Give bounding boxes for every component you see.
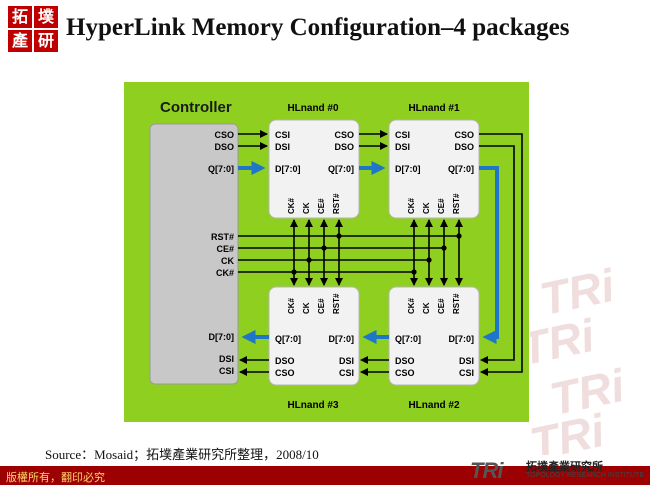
common-bus-wires — [238, 219, 463, 286]
footer-bar — [0, 466, 650, 485]
chip-label-hl3: HLnand #3 — [287, 400, 339, 411]
hl0-pin-ce: CE# — [317, 198, 326, 214]
source-caption: Source：Mosaid；拓墣產業研究所整理，2008/10 — [45, 447, 319, 462]
hl0-pin-q: Q[7:0] — [328, 164, 354, 174]
logo-char: 產 — [8, 30, 32, 52]
hl3-pin-ce: CE# — [317, 298, 326, 314]
tri-name-chinese: 拓墣產業研究所 — [526, 460, 603, 473]
controller-pin-ck: CK — [221, 256, 234, 266]
hl1-pin-ce: CE# — [437, 198, 446, 214]
hl1-pin-rst: RST# — [452, 193, 461, 214]
hl3-pin-ckn: CK# — [287, 297, 296, 314]
hl2-pin-d: D[7:0] — [448, 334, 474, 344]
controller-pin-ce: CE# — [216, 244, 234, 254]
hyperlink-diagram: Controller CSO DSO Q[7:0] RST# CE# CK CK… — [124, 82, 529, 422]
hl0-pin-dsi: DSI — [275, 142, 290, 152]
copyright-notice: 版權所有，翻印必究 — [6, 471, 105, 484]
bus-junctions — [291, 233, 462, 275]
hl3-pin-q: Q[7:0] — [275, 334, 301, 344]
controller-title: Controller — [160, 99, 232, 116]
hl2-pin-rst: RST# — [452, 293, 461, 314]
hl2-pin-dso: DSO — [395, 356, 415, 366]
tri-watermark: TRi TRi TRi TRi — [530, 265, 629, 455]
hl0-pin-d: D[7:0] — [275, 164, 301, 174]
controller-pin-ckn: CK# — [216, 268, 234, 278]
hl2-pin-ckn: CK# — [407, 297, 416, 314]
hl3-pin-csi: CSI — [339, 368, 354, 378]
controller-pin-dsi: DSI — [219, 354, 234, 364]
hl3-pin-d: D[7:0] — [328, 334, 354, 344]
hl0-pin-rst: RST# — [332, 193, 341, 214]
hl3-pin-cso: CSO — [275, 368, 295, 378]
hl3-pin-rst: RST# — [332, 293, 341, 314]
hl2-pin-csi: CSI — [459, 368, 474, 378]
hl2-pin-ce: CE# — [437, 298, 446, 314]
hl1-pin-dsi: DSI — [395, 142, 410, 152]
tri-logo-badge: 拓 墣 產 研 — [8, 6, 60, 54]
hl1-pin-ck: CK — [422, 202, 431, 214]
data-bus-path — [238, 161, 499, 344]
hl2-pin-ck: CK — [422, 302, 431, 314]
hl2-pin-q: Q[7:0] — [395, 334, 421, 344]
logo-char: 研 — [34, 30, 58, 52]
hl0-pin-dso: DSO — [334, 142, 354, 152]
tri-logo-text: TRi — [470, 458, 503, 483]
hl1-pin-ckn: CK# — [407, 197, 416, 214]
hl3-pin-dso: DSO — [275, 356, 295, 366]
hl1-pin-q: Q[7:0] — [448, 164, 474, 174]
hl0-pin-csi: CSI — [275, 130, 290, 140]
hl3-pin-dsi: DSI — [339, 356, 354, 366]
controller-pin-cso: CSO — [214, 130, 234, 140]
serial-control-wires — [238, 130, 523, 376]
chip-label-hl1: HLnand #1 — [408, 103, 460, 114]
hl0-pin-cso: CSO — [334, 130, 354, 140]
chip-label-hl2: HLnand #2 — [408, 400, 460, 411]
controller-pin-rst: RST# — [211, 232, 234, 242]
hl1-pin-cso: CSO — [454, 130, 474, 140]
hl1-pin-csi: CSI — [395, 130, 410, 140]
hl2-pin-cso: CSO — [395, 368, 415, 378]
tri-footer-logo: TRi 拓墣產業研究所 TOPOLOGY RESEARCH INSTITUTE — [470, 458, 645, 484]
hl0-pin-ckn: CK# — [287, 197, 296, 214]
logo-char: 墣 — [34, 6, 58, 28]
controller-pin-q: Q[7:0] — [208, 164, 234, 174]
page-title: HyperLink Memory Configuration–4 package… — [66, 14, 570, 41]
controller-pin-d: D[7:0] — [208, 332, 234, 342]
controller-pin-dso: DSO — [214, 142, 234, 152]
hl3-pin-ck: CK — [302, 302, 311, 314]
hl2-pin-dsi: DSI — [459, 356, 474, 366]
tri-name-english: TOPOLOGY RESEARCH INSTITUTE — [526, 472, 644, 479]
hl1-pin-d: D[7:0] — [395, 164, 421, 174]
controller-block — [149, 123, 239, 385]
chip-label-hl0: HLnand #0 — [287, 103, 339, 114]
hl0-pin-ck: CK — [302, 202, 311, 214]
logo-char: 拓 — [8, 6, 32, 28]
hl1-pin-dso: DSO — [454, 142, 474, 152]
controller-pin-csi: CSI — [219, 366, 234, 376]
